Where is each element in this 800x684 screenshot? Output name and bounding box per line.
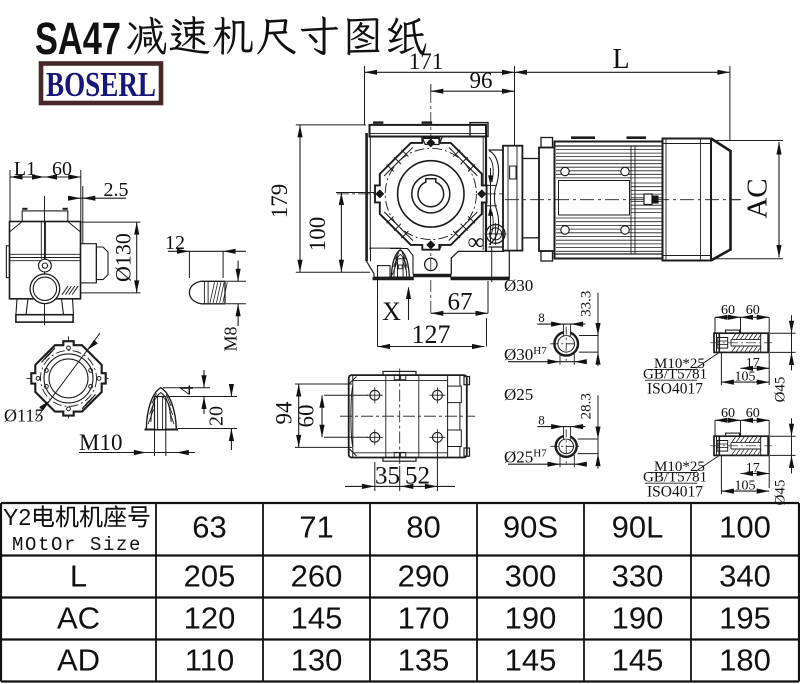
svg-text:17: 17 xyxy=(746,356,760,371)
svg-text:190: 190 xyxy=(612,601,664,636)
svg-text:Ø45: Ø45 xyxy=(773,377,789,403)
svg-text:195: 195 xyxy=(719,601,771,636)
svg-text:60: 60 xyxy=(721,303,735,318)
svg-text:MOtOr Size: MOtOr Size xyxy=(12,534,142,556)
svg-text:145: 145 xyxy=(612,643,664,678)
svg-text:105: 105 xyxy=(735,370,756,385)
svg-text:290: 290 xyxy=(398,559,450,594)
svg-text:X: X xyxy=(382,297,401,326)
svg-text:90L: 90L xyxy=(612,510,664,545)
svg-text:Ø130: Ø130 xyxy=(111,233,136,282)
svg-text:17: 17 xyxy=(746,461,760,476)
svg-text:M10: M10 xyxy=(79,430,122,455)
svg-text:105: 105 xyxy=(735,479,756,494)
svg-text:60: 60 xyxy=(746,406,760,421)
svg-text:205: 205 xyxy=(184,559,236,594)
svg-text:GB/T5781: GB/T5781 xyxy=(643,367,707,383)
svg-text:340: 340 xyxy=(719,559,771,594)
svg-text:110: 110 xyxy=(185,643,234,678)
svg-text:94: 94 xyxy=(272,401,297,425)
svg-text:BOSERL: BOSERL xyxy=(46,65,156,104)
svg-text:M8: M8 xyxy=(221,326,241,351)
svg-text:12: 12 xyxy=(165,232,185,254)
svg-text:100: 100 xyxy=(719,510,771,545)
svg-text:190: 190 xyxy=(505,601,557,636)
svg-text:M10*25: M10*25 xyxy=(654,356,705,372)
svg-text:AD: AD xyxy=(57,643,100,678)
svg-text:171: 171 xyxy=(409,49,444,74)
svg-text:130: 130 xyxy=(291,643,343,678)
svg-text:Y2: Y2 xyxy=(3,504,31,530)
svg-text:Ø30: Ø30 xyxy=(504,276,533,295)
svg-text:GB/T5781: GB/T5781 xyxy=(643,470,707,486)
svg-text:60: 60 xyxy=(721,406,735,421)
svg-text:330: 330 xyxy=(612,559,664,594)
svg-text:90S: 90S xyxy=(503,510,558,545)
svg-text:8: 8 xyxy=(538,413,545,428)
svg-text:8: 8 xyxy=(538,310,545,325)
svg-text:179: 179 xyxy=(267,184,292,219)
svg-text:60: 60 xyxy=(746,303,760,318)
svg-text:180: 180 xyxy=(719,643,771,678)
svg-text:AC: AC xyxy=(742,178,774,218)
svg-text:127: 127 xyxy=(412,320,451,349)
svg-text:35: 35 xyxy=(375,463,400,490)
svg-text:L1: L1 xyxy=(14,158,36,180)
svg-text:100: 100 xyxy=(305,217,330,252)
svg-text:52: 52 xyxy=(405,463,430,490)
svg-text:135: 135 xyxy=(398,643,450,678)
svg-text:33.3: 33.3 xyxy=(579,291,595,317)
svg-text:120: 120 xyxy=(184,601,236,636)
svg-text:ISO4017: ISO4017 xyxy=(647,484,703,501)
svg-text:60: 60 xyxy=(52,158,72,180)
svg-text:145: 145 xyxy=(291,601,343,636)
svg-text:260: 260 xyxy=(291,559,343,594)
svg-text:4: 4 xyxy=(176,385,198,395)
svg-text:170: 170 xyxy=(398,601,450,636)
svg-text:Ø25: Ø25 xyxy=(504,385,533,404)
svg-text:63: 63 xyxy=(192,510,226,545)
svg-text:60: 60 xyxy=(294,405,319,428)
svg-text:145: 145 xyxy=(505,643,557,678)
svg-text:SA47: SA47 xyxy=(35,13,121,64)
svg-text:96: 96 xyxy=(470,68,493,93)
svg-text:2.5: 2.5 xyxy=(104,179,129,201)
svg-text:L: L xyxy=(612,44,629,75)
svg-text:20: 20 xyxy=(206,406,228,426)
svg-text:28.3: 28.3 xyxy=(579,393,595,419)
svg-text:Ø115: Ø115 xyxy=(4,406,43,426)
svg-text:300: 300 xyxy=(505,559,557,594)
svg-text:ISO4017: ISO4017 xyxy=(647,381,703,398)
svg-text:L: L xyxy=(70,559,87,594)
svg-text:71: 71 xyxy=(299,510,333,545)
svg-text:∞: ∞ xyxy=(467,230,484,256)
svg-text:M10*25: M10*25 xyxy=(654,459,705,475)
svg-text:AC: AC xyxy=(57,601,100,636)
svg-text:80: 80 xyxy=(406,510,440,545)
svg-text:67: 67 xyxy=(448,289,473,316)
svg-text:Ø45: Ø45 xyxy=(773,480,789,506)
